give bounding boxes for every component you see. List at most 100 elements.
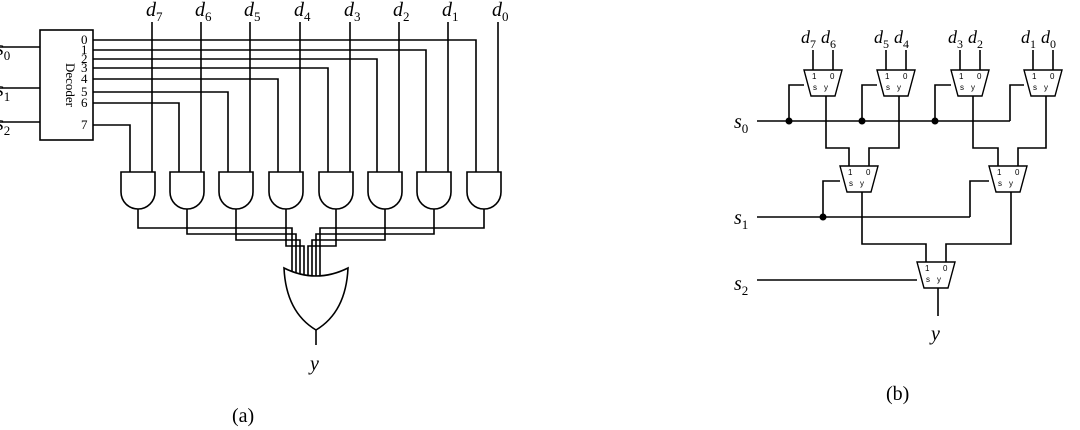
- l1-out-wire-1: [868, 96, 900, 166]
- s1-junction: [819, 213, 827, 221]
- and-gate-2: [367, 171, 403, 210]
- mux-level2-1-pin-y: y: [1009, 179, 1013, 188]
- mux-level1-2-pin-s: s: [960, 83, 964, 92]
- l1-out-wire-0: [825, 96, 850, 166]
- l2-out-wire-1: [945, 192, 1012, 262]
- mux-level1-3-pin-0: 0: [1050, 72, 1055, 81]
- decoder-output-0: 0: [81, 32, 88, 47]
- select-label-b-2: s2: [734, 273, 748, 298]
- mux-level1-0-pin-s: s: [813, 83, 817, 92]
- decoder-output-2: 2: [81, 51, 88, 66]
- decoder-wire-3: [93, 67, 329, 172]
- s0-junction-2: [931, 117, 939, 125]
- data-label-b-2: d2: [968, 27, 983, 51]
- select-label-a-1: s1: [0, 79, 10, 104]
- mux-level1-1-pin-0: 0: [903, 72, 908, 81]
- data-label-a-7: d7: [146, 0, 163, 24]
- and-or-wire-5: [235, 209, 301, 276]
- mux-tree-wires: [757, 50, 1054, 316]
- data-label-b-5: d5: [874, 27, 889, 51]
- decoder-wire-0: [93, 39, 477, 172]
- data-label-b-0: d0: [1041, 27, 1056, 51]
- mux-level3-pin-1: 1: [925, 264, 930, 273]
- and-or-wire-7: [137, 209, 293, 276]
- mux-level1-2-pin-1: 1: [959, 72, 964, 81]
- decoder-wire-6: [93, 102, 180, 172]
- mux-level3-pin-s: s: [926, 275, 930, 284]
- and-gate-1: [416, 171, 452, 210]
- decoder-output-3: 3: [81, 60, 88, 75]
- decoder-wire-1: [93, 49, 427, 172]
- s0-junction-0: [785, 117, 793, 125]
- mux-level2-1-pin-0: 0: [1015, 168, 1020, 177]
- mux-level2-0-pin-y: y: [860, 179, 864, 188]
- and-to-or-wires: [137, 209, 485, 276]
- decoder-wire-7: [93, 124, 131, 172]
- select-label-b-0: s0: [734, 111, 748, 136]
- mux-level3-body: [916, 261, 956, 289]
- mux-level2-0-pin-s: s: [849, 179, 853, 188]
- mux-level1-3-pin-1: 1: [1032, 72, 1037, 81]
- output-y-label: y: [308, 353, 319, 375]
- mux-level1-3-body: [1023, 69, 1063, 97]
- decoder-output-wires: [93, 39, 477, 172]
- or-gate: [283, 266, 349, 331]
- and-gate-4: [268, 171, 304, 210]
- data-label-a-6: d6: [195, 0, 212, 24]
- select-label-a-2: s2: [0, 113, 10, 138]
- mux-level1-0-pin-y: y: [824, 83, 828, 92]
- mux-level1-0-pin-0: 0: [830, 72, 835, 81]
- data-label-b-6: d6: [821, 27, 836, 51]
- data-label-a-1: d1: [442, 0, 459, 24]
- mux-level1-0-pin-1: 1: [812, 72, 817, 81]
- and-or-wire-1: [315, 209, 435, 276]
- data-label-b-7: d7: [801, 27, 816, 51]
- output-y-label-b: y: [929, 323, 940, 345]
- and-or-wire-6: [186, 209, 297, 276]
- s0-tap-0: [788, 84, 804, 121]
- s0-junction-1: [858, 117, 866, 125]
- mux-level2-0-body: [839, 165, 879, 193]
- decoder-output-1: 1: [81, 42, 88, 57]
- decoder-output-7: 7: [81, 117, 88, 132]
- and-gate-5: [218, 171, 254, 210]
- and-gates: [120, 171, 502, 210]
- and-or-wire-4: [285, 209, 305, 276]
- l1-out-wire-2: [972, 96, 999, 166]
- mux-level1-2-pin-0: 0: [977, 72, 982, 81]
- and-gate-3: [318, 171, 354, 210]
- data-label-a-0: d0: [492, 0, 509, 24]
- mux-level2-0-pin-0: 0: [866, 168, 871, 177]
- decoder-output-5: 5: [81, 84, 88, 99]
- decoder-label: Decoder: [63, 63, 78, 108]
- and-gate-0: [466, 171, 502, 210]
- mux-level1-1-pin-y: y: [897, 83, 901, 92]
- select-label-b-1: s1: [734, 207, 748, 232]
- s0-tap-2: [934, 84, 951, 121]
- data-label-b-1: d1: [1021, 27, 1036, 51]
- s1-tap-0: [822, 180, 840, 217]
- mux-level1-3-pin-y: y: [1044, 83, 1048, 92]
- s1-tap-1: [969, 180, 989, 217]
- mux-level1-1-body: [876, 69, 916, 97]
- mux-level2-1-pin-1: 1: [997, 168, 1002, 177]
- mux-level3-pin-0: 0: [943, 264, 948, 273]
- mux-level1-3-pin-s: s: [1033, 83, 1037, 92]
- data-label-a-4: d4: [294, 0, 311, 24]
- decoder-wire-5: [93, 91, 229, 172]
- s0-tap-3: [1009, 84, 1024, 121]
- and-gate-7: [120, 171, 156, 210]
- mux-level1-0-body: [803, 69, 843, 97]
- data-label-a-2: d2: [393, 0, 410, 24]
- caption-a: (a): [232, 405, 254, 427]
